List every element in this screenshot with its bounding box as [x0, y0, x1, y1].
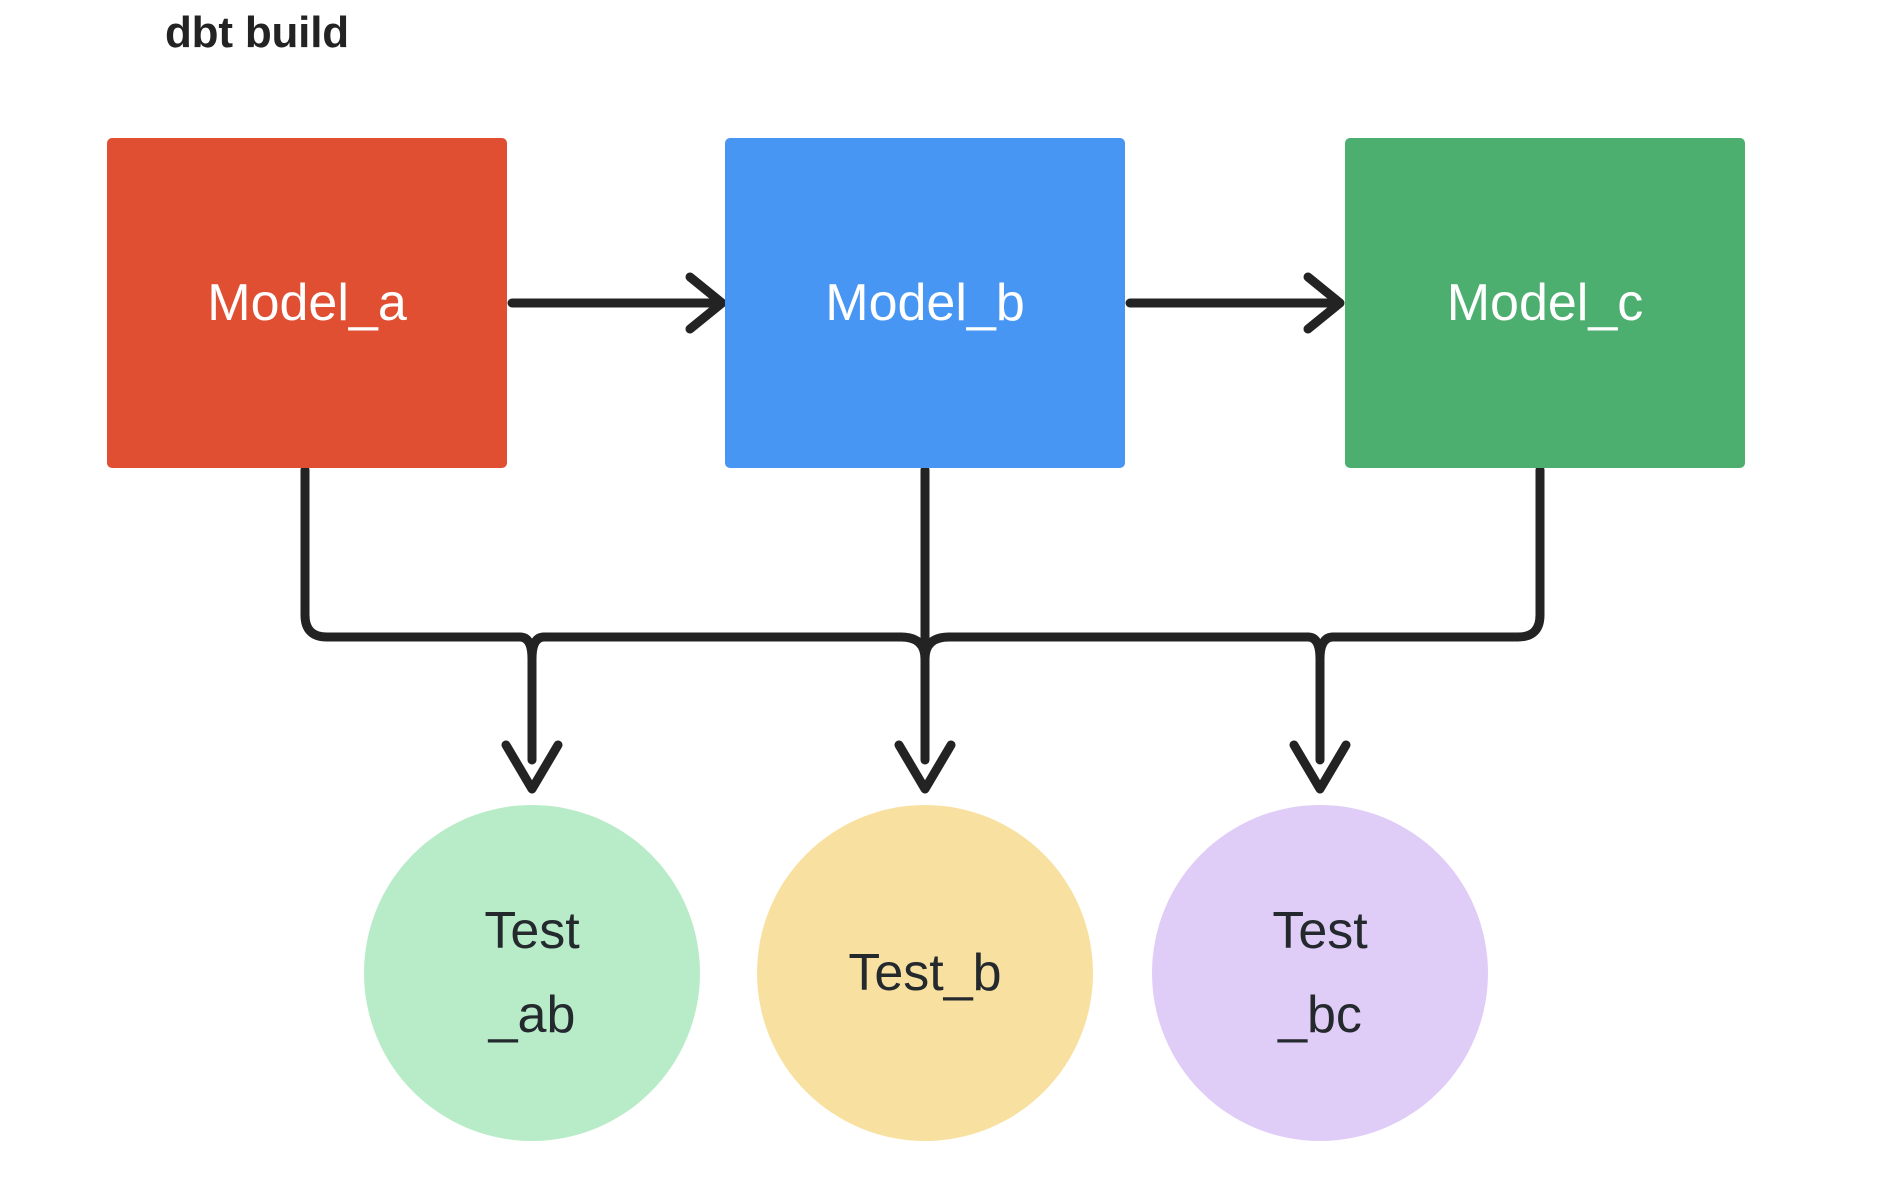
- edge-model-a-to-test-ab: [300, 465, 525, 642]
- node-model-b-label: Model_b: [825, 274, 1025, 332]
- node-model-c[interactable]: Model_c: [1345, 138, 1745, 468]
- node-test-bc-label: Test _bc: [1272, 901, 1368, 1044]
- edge-model-c-to-test-bc: [1328, 465, 1545, 642]
- edge-model-b-to-test-bc: [1289, 632, 1351, 794]
- edge-model-b-to-test-ab: [501, 632, 563, 794]
- node-test-ab-label: Test _ab: [484, 901, 580, 1044]
- edge-model-b-to-model-c: [1125, 272, 1345, 334]
- node-test-b-label: Test_b: [848, 943, 1002, 1002]
- edge-model-b-to-test-b: [894, 465, 956, 794]
- node-model-a[interactable]: Model_a: [107, 138, 507, 468]
- node-model-c-label: Model_c: [1446, 274, 1644, 332]
- node-test-bc[interactable]: Test _bc: [1152, 805, 1488, 1141]
- page-title: dbt build: [165, 8, 349, 57]
- node-test-b[interactable]: Test_b: [757, 805, 1093, 1141]
- edge-model-a-to-model-b: [507, 272, 727, 334]
- node-test-ab[interactable]: Test _ab: [364, 805, 700, 1141]
- node-model-a-label: Model_a: [207, 274, 407, 332]
- node-model-b[interactable]: Model_b: [725, 138, 1125, 468]
